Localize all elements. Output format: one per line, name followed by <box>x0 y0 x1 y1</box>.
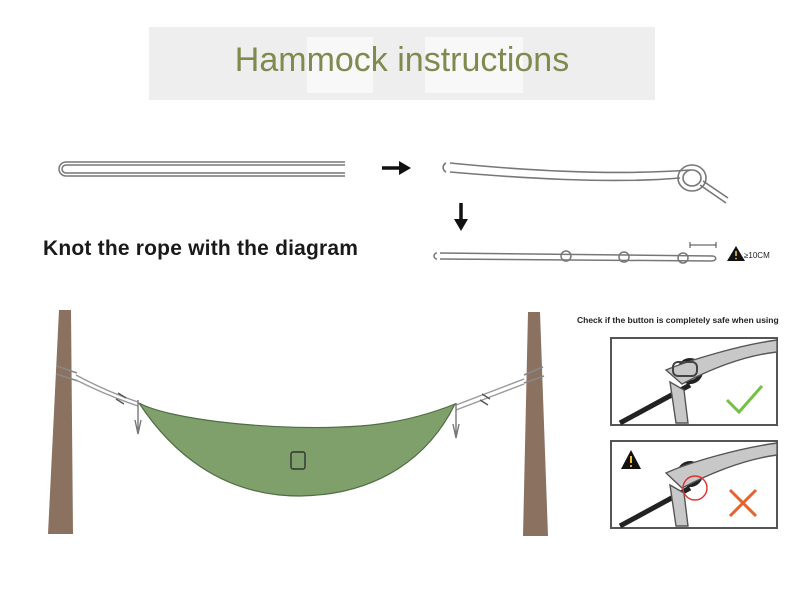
hammock-body <box>138 402 457 497</box>
page-title: Hammock instructions <box>234 41 570 79</box>
tree-right <box>523 312 548 536</box>
rope-loop-step2 <box>442 162 729 204</box>
distance-label: ≥10CM <box>744 251 770 260</box>
cross-icon <box>728 488 758 518</box>
suspension-rope-left <box>75 374 142 435</box>
knotted-rope-step3 <box>433 242 717 264</box>
banner-highlight <box>425 37 523 93</box>
check-caption: Check if the button is completely safe w… <box>577 315 779 325</box>
folded-rope-step1 <box>58 161 345 177</box>
knot-caption: Knot the rope with the diagram <box>43 237 359 260</box>
title-banner: Hammock instructions <box>149 27 655 100</box>
suspension-rope-right <box>452 378 525 439</box>
banner-highlight <box>307 37 373 93</box>
tree-strap-right <box>523 366 545 384</box>
warning-icon <box>727 246 745 261</box>
wrong-usage-panel <box>610 440 778 529</box>
tree-left <box>48 310 73 534</box>
tree-strap-left <box>55 365 79 382</box>
correct-usage-panel <box>610 337 778 426</box>
warning-icon <box>621 450 641 469</box>
checkmark-icon <box>725 385 764 415</box>
arrow-right-icon <box>382 161 411 175</box>
arrow-down-icon <box>454 203 468 231</box>
hammock-pocket <box>290 451 306 470</box>
